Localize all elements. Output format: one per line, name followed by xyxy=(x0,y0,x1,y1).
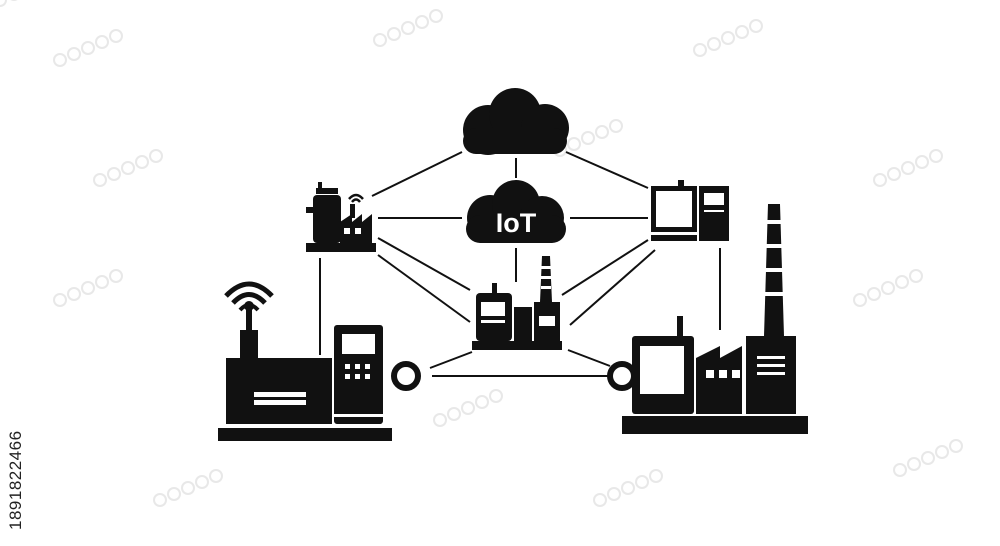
top-cloud-icon xyxy=(463,88,569,155)
chemical-plant-icon xyxy=(306,182,376,252)
smokestack-factory-icon xyxy=(622,204,808,434)
link-topcloud-chemplant xyxy=(371,151,463,197)
link-topcloud-panel xyxy=(565,151,649,189)
watermark-pattern xyxy=(0,0,963,507)
control-panel-icon xyxy=(651,180,729,241)
link-chemplant-factory-2 xyxy=(377,254,471,323)
iot-label: IoT xyxy=(496,208,537,238)
link-panel-factory xyxy=(561,239,649,296)
wireless-station-icon xyxy=(218,281,392,441)
central-factory-icon xyxy=(472,256,562,350)
iot-cloud-icon: IoT xyxy=(466,180,566,243)
connection-lines xyxy=(319,151,721,377)
link-chemplant-factory xyxy=(377,237,471,291)
left-connector-ring xyxy=(391,361,421,391)
link-factory-smokestack xyxy=(567,349,611,367)
link-station-factory xyxy=(429,351,473,369)
stock-id-label: 1891822466 xyxy=(6,430,25,530)
right-connector-ring xyxy=(607,361,637,391)
link-panel-factory-2 xyxy=(569,249,656,326)
